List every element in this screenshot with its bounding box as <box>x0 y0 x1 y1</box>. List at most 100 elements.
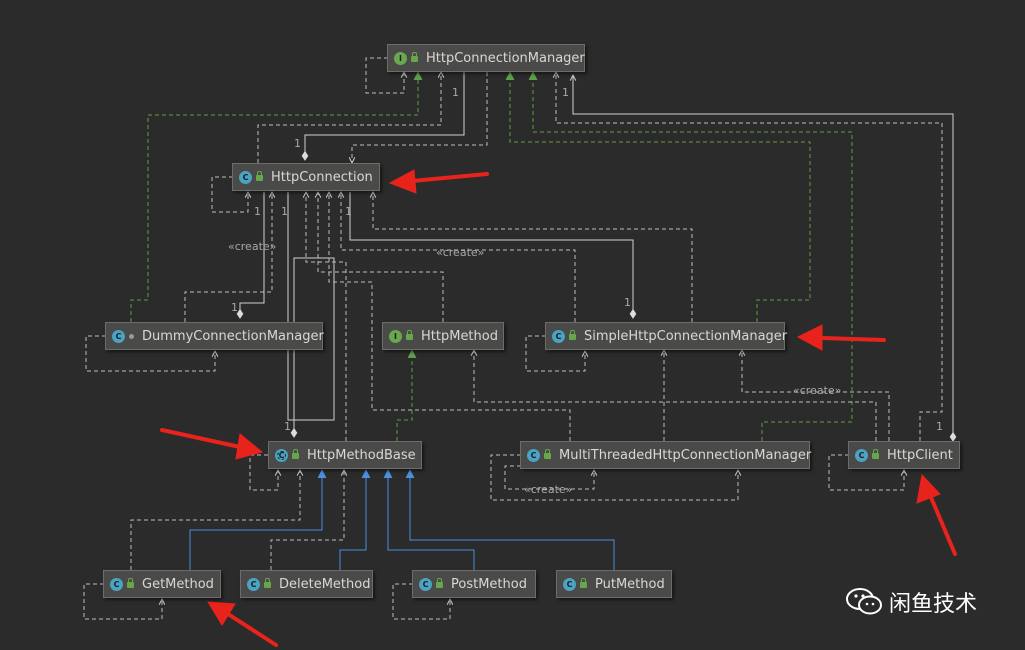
node-label: DeleteMethod <box>279 576 371 592</box>
mult-label: 1 <box>936 420 943 433</box>
mult-label: 1 <box>231 301 238 314</box>
hmb-implements-hm <box>396 349 417 441</box>
node-label: HttpMethodBase <box>307 447 416 463</box>
red-arrow-getmethod <box>226 612 278 647</box>
mult-label: 1 <box>254 205 261 218</box>
lock-icon <box>580 578 587 588</box>
self-loop-hcm <box>365 57 404 94</box>
post-extends-hmb <box>383 469 475 570</box>
node-put-method[interactable]: C PutMethod <box>556 570 672 598</box>
hmb-to-hc-dep <box>306 192 347 441</box>
node-label: DummyConnectionManager <box>142 328 324 344</box>
abstract-class-icon: C <box>275 448 288 462</box>
lock-icon <box>256 171 263 181</box>
node-label: HttpClient <box>887 447 953 463</box>
mult-label: 1 <box>624 296 631 309</box>
mult-label: 1 <box>345 205 352 218</box>
red-arrow-httpconnection <box>410 172 489 183</box>
hclient-dep-hcm <box>556 72 943 441</box>
interface-icon: I <box>394 51 407 65</box>
hclient-to-shcm-create <box>742 350 890 441</box>
class-icon: C <box>552 329 565 343</box>
lock-icon <box>292 449 299 459</box>
node-label: PutMethod <box>595 576 665 592</box>
self-loop-mthcm <box>490 454 738 501</box>
lock-icon <box>264 578 271 588</box>
node-http-method-base[interactable]: C HttpMethodBase <box>268 441 422 469</box>
lock-icon <box>544 449 551 459</box>
del-to-hmb-dep <box>270 470 344 570</box>
node-label: GetMethod <box>142 576 214 592</box>
mult-label: 1 <box>281 205 288 218</box>
node-post-method[interactable]: C PostMethod <box>412 570 536 598</box>
self-loop-mthcm-create <box>504 465 594 490</box>
node-label: HttpMethod <box>421 328 498 344</box>
create-label: «create» <box>524 483 573 496</box>
node-label: SimpleHttpConnectionManager <box>584 328 788 344</box>
node-http-connection[interactable]: C HttpConnection <box>232 163 380 191</box>
node-delete-method[interactable]: C DeleteMethod <box>240 570 373 598</box>
hclient-assoc-hcm <box>573 75 953 441</box>
put-extends-hmb <box>405 469 615 570</box>
dcm-implements-hcm <box>130 71 423 322</box>
mult-label: 1 <box>294 137 301 150</box>
mult-label: 1 <box>562 86 569 99</box>
shcm-implements-hcm <box>505 71 811 322</box>
del-extends-hmb <box>339 469 371 570</box>
mult-label: 1 <box>284 420 291 433</box>
class-icon: C <box>110 577 123 591</box>
lock-icon <box>406 330 413 340</box>
create-label: «create» <box>436 246 485 259</box>
class-icon: C <box>112 329 125 343</box>
class-icon: C <box>419 577 432 591</box>
watermark-text: 闲鱼技术 <box>889 592 978 617</box>
self-loop-hmb <box>249 454 278 491</box>
lock-icon <box>127 578 134 588</box>
node-multithreaded-http-connection-manager[interactable]: C MultiThreadedHttpConnectionManager <box>520 441 812 469</box>
wechat-icon <box>846 588 882 615</box>
shcm-to-hc-create <box>341 192 576 322</box>
shcm-hc-assoc <box>349 192 637 319</box>
package-dot-icon <box>129 333 134 339</box>
create-label: «create» <box>228 240 277 253</box>
hcm-to-hc-dep <box>352 72 488 163</box>
node-dummy-connection-manager[interactable]: C DummyConnectionManager <box>105 322 324 350</box>
watermark: 闲鱼技术 <box>845 586 977 618</box>
lock-icon <box>411 52 418 62</box>
lock-icon <box>872 449 879 459</box>
mult-label: 1 <box>452 86 459 99</box>
hclient-to-hm-dep <box>474 350 877 441</box>
shcm-to-hc-dep <box>373 192 693 322</box>
red-arrow-httpmethodbase <box>160 428 242 449</box>
create-label: «create» <box>793 384 842 397</box>
dcm-to-hc-dep <box>184 192 272 322</box>
node-label: PostMethod <box>451 576 527 592</box>
node-label: HttpConnectionManager <box>426 50 585 66</box>
self-loop-hclient <box>828 454 904 491</box>
node-http-client[interactable]: C HttpClient <box>848 441 960 469</box>
dcm-hc-assoc <box>236 192 265 319</box>
class-icon: C <box>855 448 868 462</box>
red-arrow-httpclient <box>928 493 957 556</box>
lock-icon <box>569 330 576 340</box>
get-extends-hmb <box>189 469 327 570</box>
hm-to-hc-dep <box>318 192 444 322</box>
lock-icon <box>436 578 443 588</box>
get-to-hmb-dep <box>130 470 300 570</box>
hmb-hc-assoc <box>287 192 335 438</box>
self-loop-hc <box>211 176 248 213</box>
node-label: HttpConnection <box>271 169 373 185</box>
node-label: MultiThreadedHttpConnectionManager <box>559 447 812 463</box>
self-loop-dcm <box>85 335 215 372</box>
class-icon: C <box>239 170 252 184</box>
class-icon: C <box>247 577 260 591</box>
hcm-hc-assoc <box>301 72 465 161</box>
hc-to-hcm-dep <box>257 72 441 163</box>
node-http-method[interactable]: I HttpMethod <box>382 322 504 350</box>
class-icon: C <box>563 577 576 591</box>
node-get-method[interactable]: C GetMethod <box>103 570 221 598</box>
red-arrow-simplemanager <box>820 336 886 342</box>
node-simple-http-connection-manager[interactable]: C SimpleHttpConnectionManager <box>545 322 788 350</box>
node-http-connection-manager[interactable]: I HttpConnectionManager <box>387 44 585 72</box>
